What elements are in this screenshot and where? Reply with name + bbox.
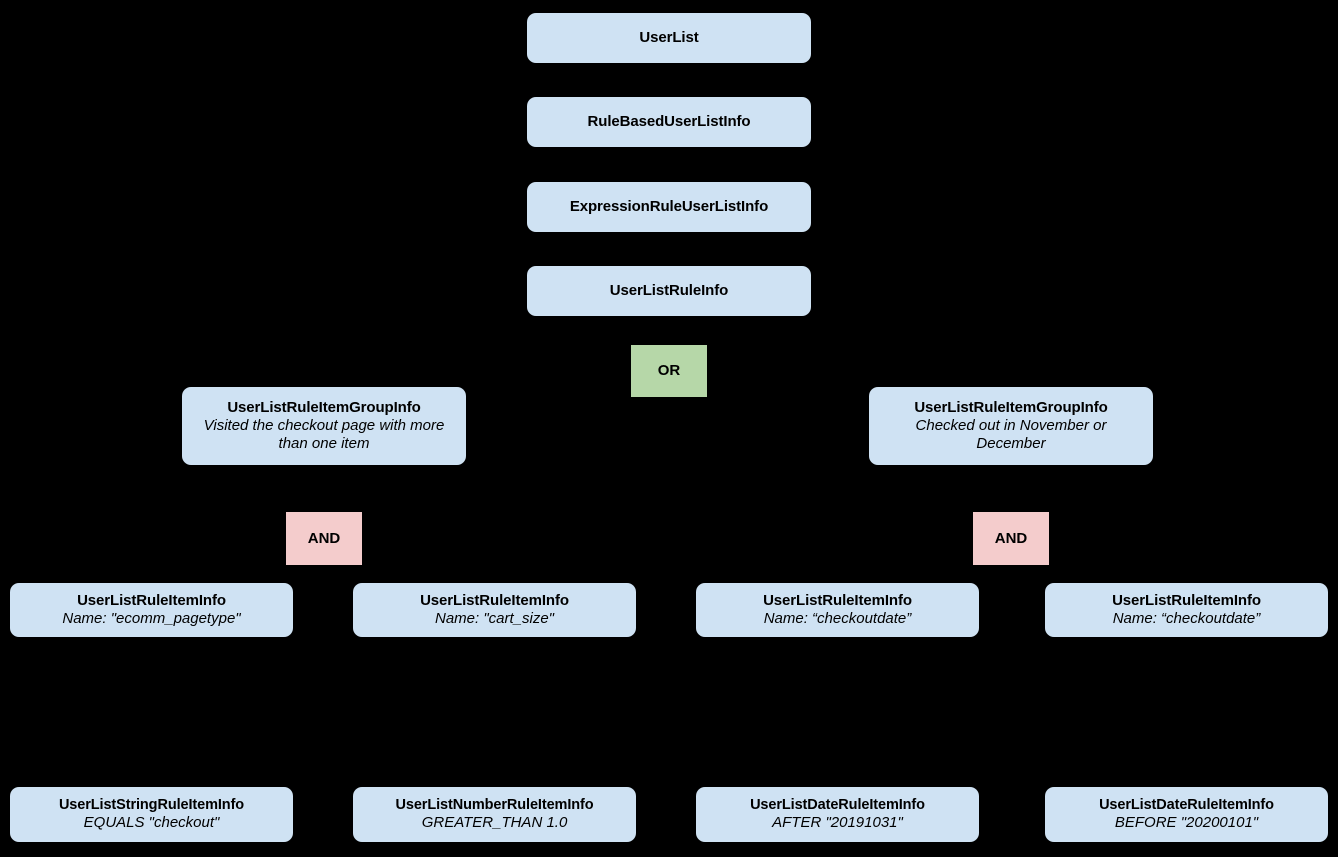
node-leaf-3-subtitle: AFTER "20191031" (772, 814, 903, 832)
node-user-list[interactable]: UserList (527, 13, 811, 63)
node-group-left-title: UserListRuleItemGroupInfo (227, 399, 421, 417)
edge-and-right-to-item-3 (837, 565, 1012, 583)
node-item-4-title: UserListRuleItemInfo (1112, 592, 1261, 610)
node-leaf-4-title: UserListDateRuleItemInfo (1099, 797, 1274, 814)
node-user-list-title: UserList (639, 29, 699, 47)
node-group-left[interactable]: UserListRuleItemGroupInfo Visited the ch… (182, 387, 466, 465)
node-item-2[interactable]: UserListRuleItemInfo Name: "cart_size" (353, 583, 636, 637)
node-item-1-subtitle: Name: "ecomm_pagetype" (62, 610, 241, 627)
node-leaf-3[interactable]: UserListDateRuleItemInfo AFTER "20191031… (696, 787, 979, 842)
node-and-operator-left-label: AND (307, 529, 341, 547)
node-and-operator-right[interactable]: AND (973, 512, 1049, 565)
edge-and-right-to-item-4 (1010, 565, 1187, 583)
node-leaf-2-title: UserListNumberRuleItemInfo (395, 797, 594, 814)
node-rule-based-user-list-info[interactable]: RuleBasedUserListInfo (527, 97, 811, 147)
node-item-4-subtitle: Name: “checkoutdate” (1112, 610, 1261, 627)
node-leaf-1[interactable]: UserListStringRuleItemInfo EQUALS "check… (10, 787, 293, 842)
node-item-2-title: UserListRuleItemInfo (420, 592, 569, 610)
node-leaf-4-subtitle: BEFORE "20200101" (1114, 814, 1259, 832)
node-item-1-title: UserListRuleItemInfo (77, 592, 226, 610)
node-item-3[interactable]: UserListRuleItemInfo Name: “checkoutdate… (696, 583, 979, 637)
node-item-2-subtitle: Name: "cart_size" (434, 610, 555, 627)
node-leaf-4[interactable]: UserListDateRuleItemInfo BEFORE "2020010… (1045, 787, 1328, 842)
node-group-right-title: UserListRuleItemGroupInfo (914, 399, 1108, 417)
node-group-left-subtitle: Visited the checkout page with more than… (203, 417, 445, 452)
node-and-operator-left[interactable]: AND (286, 512, 362, 565)
node-expression-rule-user-list-info[interactable]: ExpressionRuleUserListInfo (527, 182, 811, 232)
node-group-right[interactable]: UserListRuleItemGroupInfo Checked out in… (869, 387, 1153, 465)
node-group-right-subtitle: Checked out in November or December (915, 417, 1107, 452)
node-item-1[interactable]: UserListRuleItemInfo Name: "ecomm_pagety… (10, 583, 293, 637)
node-user-list-rule-info[interactable]: UserListRuleInfo (527, 266, 811, 316)
node-rule-based-user-list-info-title: RuleBasedUserListInfo (587, 113, 751, 131)
node-and-operator-right-label: AND (994, 529, 1028, 547)
node-leaf-1-title: UserListStringRuleItemInfo (58, 797, 245, 814)
node-expression-rule-user-list-info-title: ExpressionRuleUserListInfo (569, 198, 769, 216)
node-item-3-title: UserListRuleItemInfo (763, 592, 912, 610)
node-item-4[interactable]: UserListRuleItemInfo Name: “checkoutdate… (1045, 583, 1328, 637)
node-leaf-2[interactable]: UserListNumberRuleItemInfo GREATER_THAN … (353, 787, 636, 842)
node-or-operator-label: OR (657, 362, 681, 380)
node-leaf-1-subtitle: EQUALS "checkout" (83, 814, 220, 832)
node-leaf-2-subtitle: GREATER_THAN 1.0 (421, 814, 568, 832)
node-leaf-3-title: UserListDateRuleItemInfo (750, 797, 925, 814)
node-or-operator[interactable]: OR (631, 345, 707, 397)
node-user-list-rule-info-title: UserListRuleInfo (609, 282, 729, 300)
edge-and-left-to-item-2 (323, 565, 496, 583)
edge-and-left-to-item-1 (150, 565, 325, 583)
node-item-3-subtitle: Name: “checkoutdate” (763, 610, 912, 627)
